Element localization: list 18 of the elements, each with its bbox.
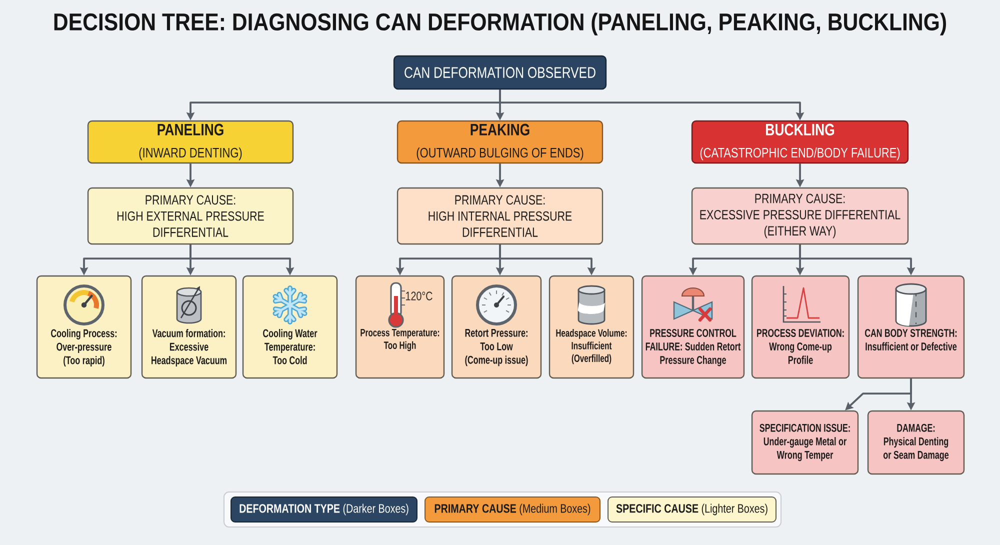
category-box: PEAKING (OUTWARD BULGING OF ENDS) [396,120,604,164]
cause-card: SPECIFICATION ISSUE: Under-gauge Metal or Wrong Temper [751,410,859,475]
legend-key: DEFORMATION TYPE (Darker Boxes) [230,496,418,522]
cause-card: Cooling Water Temperature: Too Cold [242,275,338,379]
legend-key: PRIMARY CAUSE (Medium Boxes) [424,496,600,522]
title: DECISION TREE: DIAGNOSING CAN DEFORMATION (PANELING, PEAKING, BUCKLING) [54,12,946,36]
category-box: PANELING (INWARD DENTING) [87,120,294,164]
cause-card: Vacuum formation: Excessive Headspace Vacuum [141,275,237,379]
cause-box: PRIMARY CAUSE: HIGH INTERNAL PRESSURE DIFFERENTIAL [396,187,604,245]
cause-card: PRESSURE CONTROL FAILURE: Sudden Retort Pressure Change [641,275,745,379]
legend-key: SPECIFIC CAUSE (Lighter Boxes) [608,496,776,522]
start-box: CAN DEFORMATION OBSERVED [393,55,607,90]
cause-card: DAMAGE: Physical Denting or Seam Damage [867,410,965,475]
cause-box: PRIMARY CAUSE: EXCESSIVE PRESSURE DIFFERENTIAL (EITHER WAY) [691,187,909,245]
category-box: BUCKLING (CATASTROPHIC END/BODY FAILURE) [691,120,909,164]
cause-card: PROCESS DEVIATION: Wrong Come-up Profile [751,275,850,379]
cause-box: PRIMARY CAUSE: HIGH EXTERNAL PRESSURE DIFFERENTIAL [87,187,294,245]
temperature-label: 120°C [406,292,432,300]
